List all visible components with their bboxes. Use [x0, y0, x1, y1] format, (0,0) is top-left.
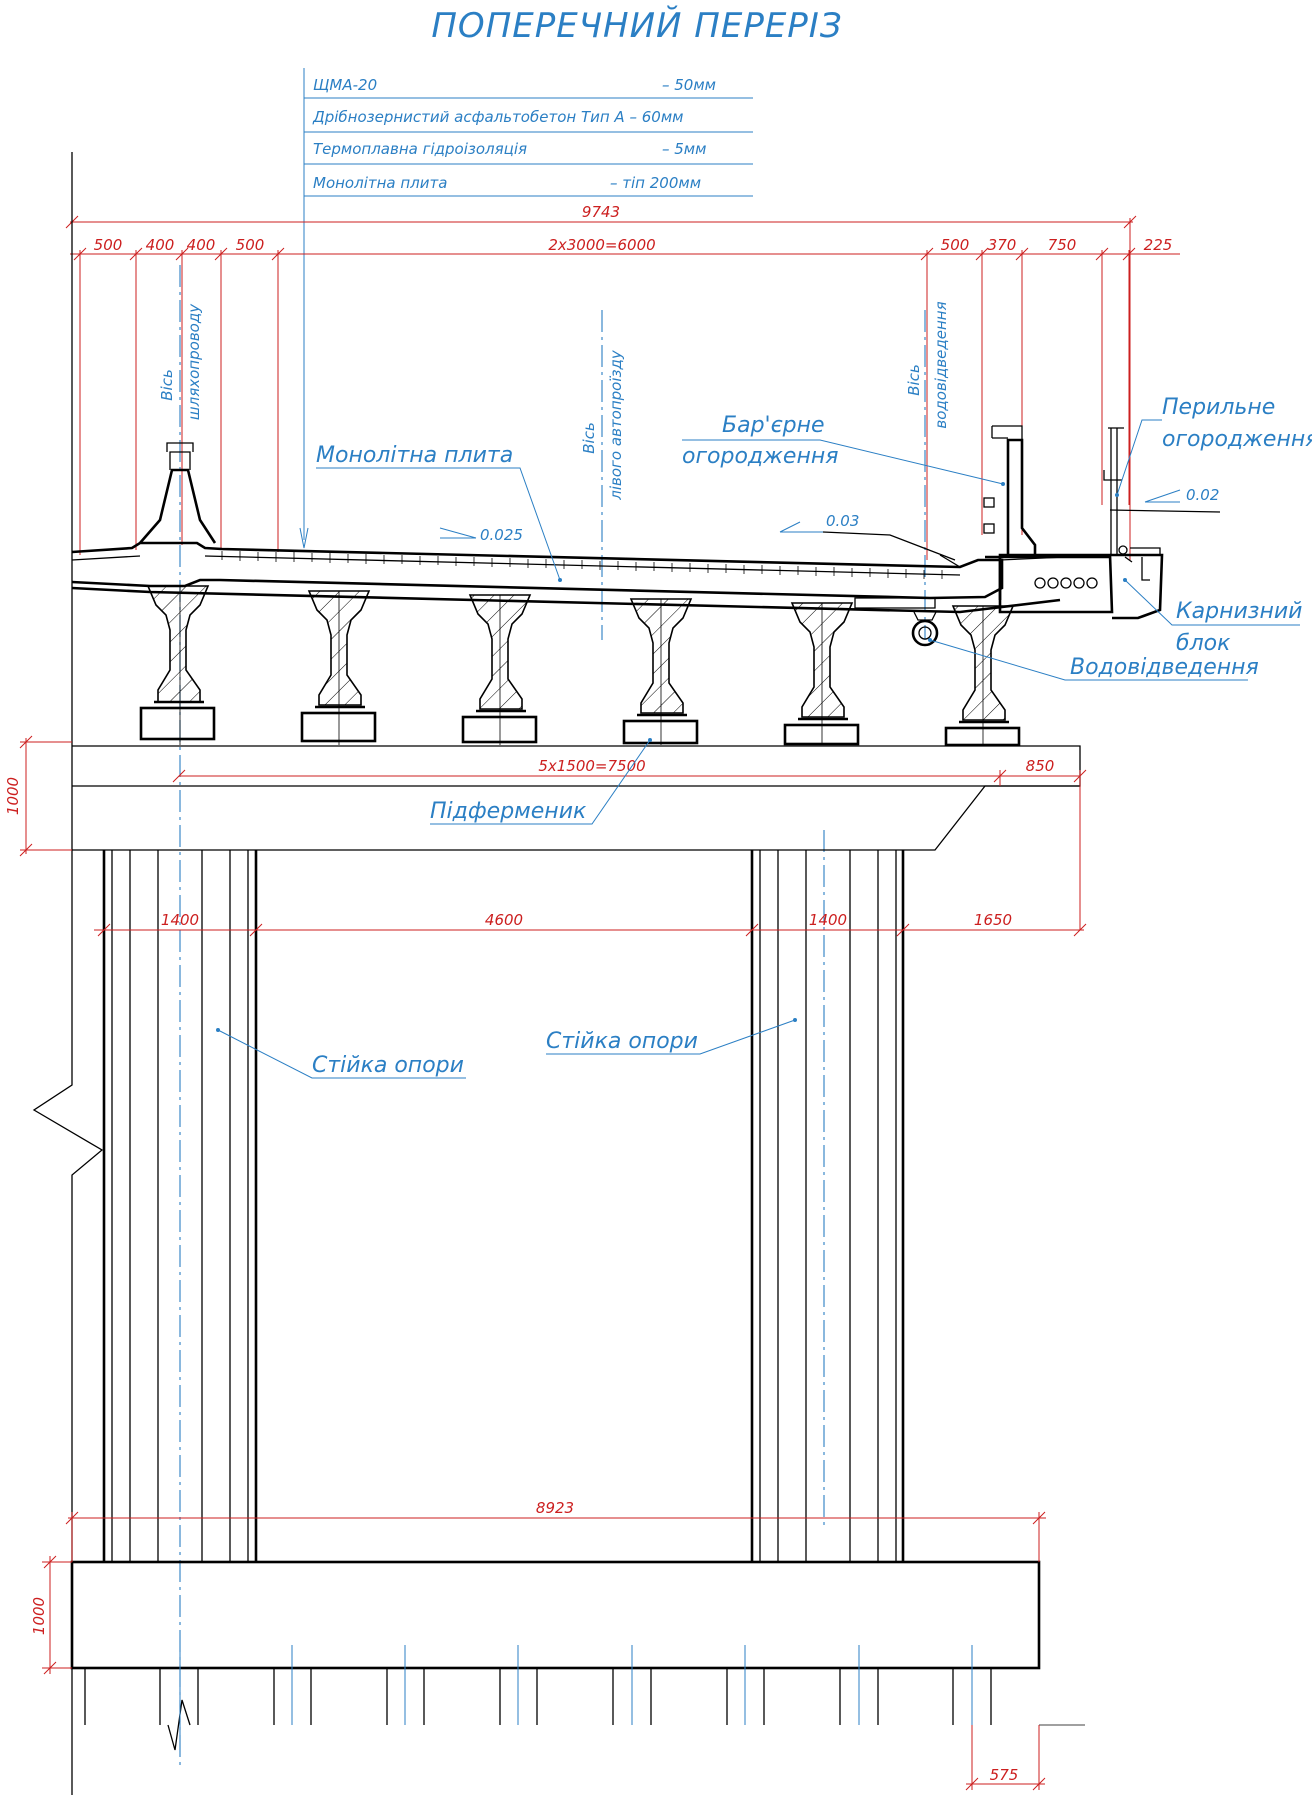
axis-lane-label-2: лівого автопроїзду [607, 349, 625, 501]
label-railing-1: Перильне [1162, 395, 1275, 420]
girders [139, 585, 1021, 747]
dim-foundation: 8923 [536, 1499, 574, 1517]
axis-drain-label-2: водовідведення [932, 301, 950, 428]
layer-4-value: – тіп 200мм [610, 174, 701, 192]
dim-750: 750 [1048, 236, 1077, 254]
dim-850: 850 [1026, 757, 1055, 775]
layer-4-name: Монолітна плита [313, 174, 447, 192]
label-slab: Монолітна плита [316, 443, 513, 468]
layer-3-value: – 5мм [662, 140, 706, 158]
label-barrier-1: Бар'єрне [722, 413, 825, 438]
dim-beams: 5х1500=7500 [538, 757, 645, 775]
dim-span: 4600 [485, 911, 523, 929]
dim-370: 370 [988, 236, 1017, 254]
slope-1: 0.025 [480, 526, 523, 544]
slope-2: 0.03 [826, 512, 859, 530]
break-line-left [32, 152, 104, 1795]
dim-500-left: 500 [94, 236, 123, 254]
dim-500-inner: 500 [236, 236, 265, 254]
label-railing-2: огородження [1162, 427, 1312, 452]
deck-slab [71, 541, 1061, 614]
axis-drain-label-1: Вісь [905, 364, 923, 396]
crossbeam: 5х1500=7500 850 1000 [4, 735, 1087, 930]
annotations: Монолітна плита Бар'єрне огородження Пер… [216, 395, 1312, 1079]
dim-225: 225 [1144, 236, 1173, 254]
dim-500-right: 500 [941, 236, 970, 254]
axis-bridge-label-2: шляхопроводу [185, 303, 203, 420]
label-column-right: Стійка опори [546, 1029, 698, 1054]
dim-overall: 9743 [582, 203, 620, 221]
label-column-left: Стійка опори [312, 1053, 464, 1078]
girder-5 [783, 602, 860, 746]
dim-cap-height: 1000 [4, 777, 22, 815]
piles: 575 [84, 1645, 1046, 1791]
label-crossbeam: Підферменик [430, 799, 587, 824]
girder-2 [300, 590, 377, 743]
drain-pipe [911, 611, 939, 647]
dim-foundation-height: 1000 [30, 1597, 48, 1635]
slope-indicators: 0.025 0.03 0.02 [439, 486, 1221, 561]
dim-1650: 1650 [974, 911, 1012, 929]
dim-col-left: 1400 [161, 911, 199, 929]
layer-3-name: Термоплавна гідроізоляція [313, 140, 527, 158]
girder-1 [139, 585, 216, 741]
dim-400-left: 400 [146, 236, 175, 254]
layer-1-value: – 50мм [662, 76, 716, 94]
label-drainage: Водовідведення [1070, 655, 1259, 680]
label-cornice-1: Карнизний [1176, 599, 1302, 624]
dim-575: 575 [990, 1766, 1019, 1784]
axes: Вісь шляхопроводу Вісь лівого автопроїзд… [158, 265, 950, 1770]
left-median-barrier [139, 442, 217, 544]
axis-bridge-label-1: Вісь [158, 369, 176, 401]
top-dimensions: 9743 500 400 400 500 2х3000=6000 500 370… [65, 203, 1180, 560]
dim-lanes: 2х3000=6000 [548, 236, 655, 254]
cornice-block [998, 427, 1164, 620]
layer-2-name: Дрібнозернистий асфальтобетон Тип А – 60… [312, 108, 683, 126]
girder-6 [944, 605, 1021, 747]
label-cornice-2: блок [1176, 631, 1231, 656]
axis-lane-label-1: Вісь [580, 422, 598, 454]
slope-3: 0.02 [1186, 486, 1219, 504]
layers-table: ЩМА-20 – 50мм Дрібнозернистий асфальтобе… [299, 68, 753, 549]
layer-1-name: ЩМА-20 [313, 76, 377, 94]
foundation: 8923 1000 [30, 1499, 1085, 1726]
girder-3 [461, 594, 538, 744]
dim-400-right: 400 [187, 236, 216, 254]
girder-4 [622, 598, 699, 745]
label-barrier-2: огородження [682, 444, 838, 469]
dim-col-right: 1400 [809, 911, 847, 929]
drawing-title: ПОПЕРЕЧНИЙ ПЕРЕРІЗ [431, 5, 842, 46]
columns: 1400 4600 1400 1650 [94, 850, 1087, 1562]
